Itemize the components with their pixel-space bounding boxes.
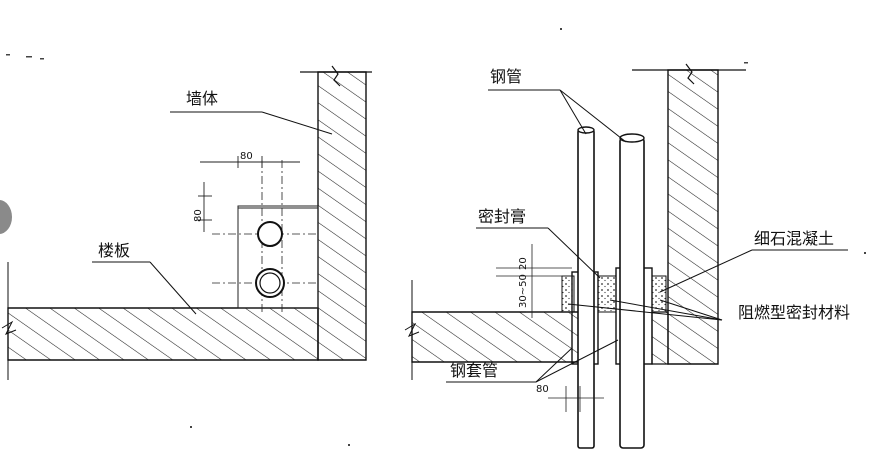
- dim-sleeve-gap: 80: [536, 384, 549, 395]
- dim-sleeve-protrusion: 30~50: [518, 274, 529, 308]
- scan-specks: [6, 28, 866, 446]
- dim-left-spacing-v: 80: [193, 209, 204, 222]
- label-floor-slab: 楼板: [98, 241, 130, 260]
- dim-left-spacing-h: 80: [240, 151, 253, 162]
- label-steel-sleeve: 钢套管: [450, 361, 498, 380]
- left-wall: [317, 71, 367, 361]
- right-detail: 钢管 密封膏 细石混凝土 阻燃型密封材料 钢套管 20 30~50 80: [404, 63, 850, 449]
- dim-sealant-depth: 20: [518, 257, 529, 270]
- steel-pipe-2: [619, 137, 645, 449]
- left-detail: 80 80 墙体 楼板: [1, 65, 372, 380]
- side-scroll-handle[interactable]: [0, 200, 12, 234]
- label-fine-concrete: 细石混凝土: [754, 229, 834, 248]
- label-steel-pipe: 钢管: [490, 67, 522, 86]
- left-pipe-upper: [257, 221, 283, 247]
- steel-pipe-1: [577, 129, 595, 449]
- right-floor-slab: [411, 311, 581, 363]
- right-wall: [667, 69, 719, 365]
- left-floor-slab: [7, 307, 319, 361]
- label-wall: 墙体: [186, 89, 218, 108]
- label-fire-seal: 阻燃型密封材料: [738, 303, 850, 322]
- label-sealant: 密封膏: [478, 207, 526, 226]
